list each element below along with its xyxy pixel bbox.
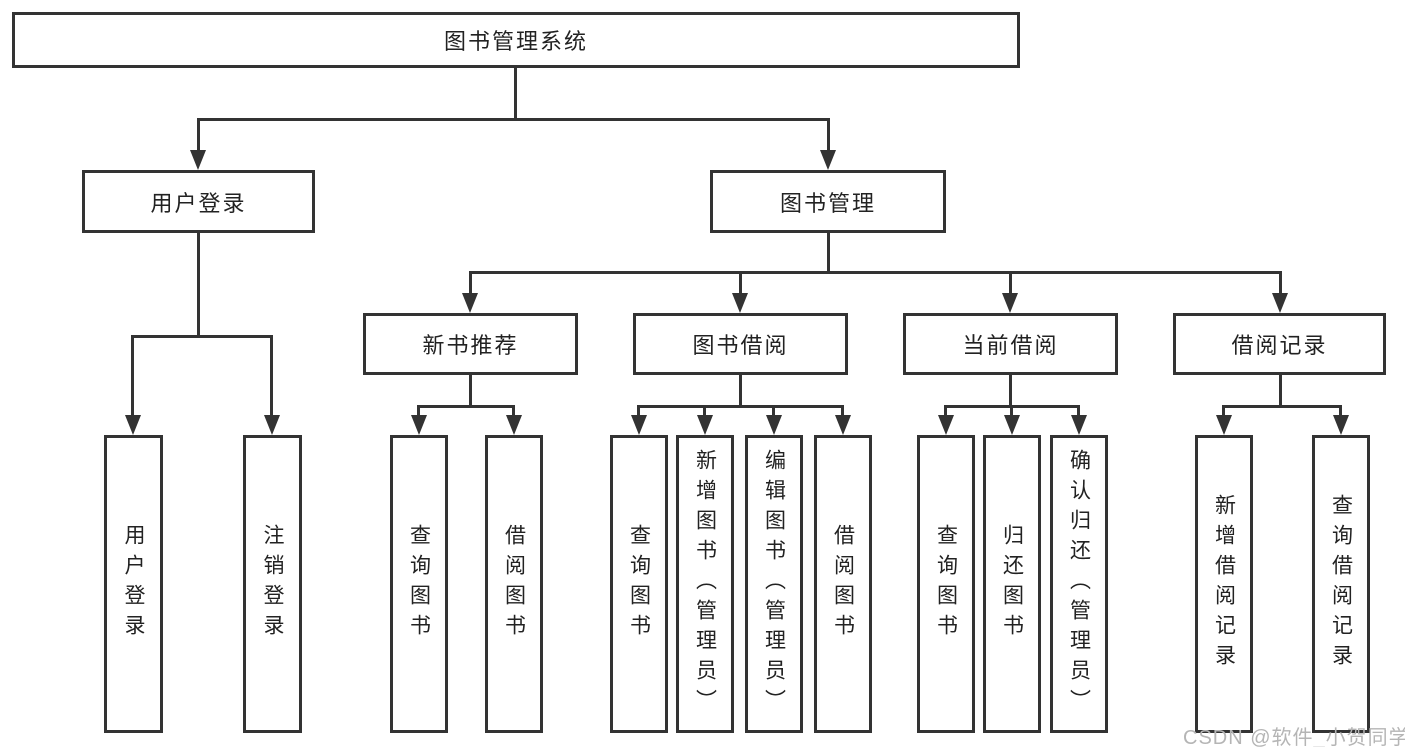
connector-drop-book-borrow [739, 271, 742, 296]
connector-new-book-branch [417, 405, 515, 408]
connector-root-branch [197, 118, 830, 121]
leaf-logout-login: 注销登录 [243, 435, 302, 733]
node-new-book-recommend: 新书推荐 [363, 313, 578, 375]
node-label: 图书管理 [779, 190, 876, 216]
connector-book-management-trunk [827, 233, 830, 273]
connector-drop-leaf [772, 405, 775, 419]
node-label: 查询图书 [627, 524, 651, 644]
connector-root-trunk [514, 68, 517, 118]
arrowhead-down [697, 415, 713, 435]
arrowhead-down [411, 415, 427, 435]
arrowhead-down [190, 150, 206, 170]
node-book-borrow: 图书借阅 [633, 313, 848, 375]
leaf-query-books-current: 查询图书 [917, 435, 975, 733]
leaf-return-book: 归还图书 [983, 435, 1041, 733]
node-label: 新增图书（管理员） [693, 449, 717, 719]
node-label: 用户登录 [150, 190, 247, 216]
connector-drop-leaf [270, 335, 273, 418]
leaf-add-book-admin: 新增图书（管理员） [676, 435, 734, 733]
node-borrow-records: 借阅记录 [1173, 313, 1386, 375]
node-label: 新增借阅记录 [1212, 494, 1236, 674]
connector-drop-user-login [197, 118, 200, 154]
node-label: 编辑图书（管理员） [762, 449, 786, 719]
connector-drop-leaf [1077, 405, 1080, 419]
node-label: 借阅图书 [502, 524, 526, 644]
arrowhead-down [264, 415, 280, 435]
connector-drop-leaf [512, 405, 515, 419]
arrowhead-down [1004, 415, 1020, 435]
leaf-confirm-return-admin: 确认归还（管理员） [1050, 435, 1108, 733]
arrowhead-down [1002, 293, 1018, 313]
node-user-login: 用户登录 [82, 170, 315, 233]
connector-drop-leaf [417, 405, 420, 419]
connector-drop-book-management [827, 118, 830, 154]
node-label: 查询图书 [407, 524, 431, 644]
node-label: 查询借阅记录 [1329, 494, 1353, 674]
node-label: 确认归还（管理员） [1067, 449, 1091, 719]
arrowhead-down [732, 293, 748, 313]
arrowhead-down [835, 415, 851, 435]
node-label: 借阅记录 [1231, 333, 1328, 358]
arrowhead-down [631, 415, 647, 435]
arrowhead-down [766, 415, 782, 435]
leaf-edit-book-admin: 编辑图书（管理员） [745, 435, 803, 733]
arrowhead-down [506, 415, 522, 435]
connector-book-borrow-branch [637, 405, 844, 408]
leaf-query-books-borrow: 查询图书 [610, 435, 668, 733]
node-label: 借阅图书 [831, 524, 855, 644]
node-label: 新书推荐 [422, 333, 519, 358]
connector-drop-leaf [841, 405, 844, 419]
arrowhead-down [1071, 415, 1087, 435]
node-label: 当前借阅 [962, 333, 1059, 358]
connector-drop-current-borrow [1009, 271, 1012, 296]
leaf-borrow-books: 借阅图书 [814, 435, 872, 733]
connector-drop-borrow-records [1279, 271, 1282, 296]
connector-book-management-branch [469, 271, 1282, 274]
connector-drop-leaf [637, 405, 640, 419]
connector-drop-leaf [703, 405, 706, 419]
node-label: 归还图书 [1000, 524, 1024, 644]
leaf-add-borrow-record: 新增借阅记录 [1195, 435, 1253, 733]
arrowhead-down [462, 293, 478, 313]
connector-drop-leaf [1010, 405, 1013, 419]
connector-current-borrow-trunk [1009, 375, 1012, 405]
leaf-query-borrow-record: 查询借阅记录 [1312, 435, 1370, 733]
node-label: 注销登录 [261, 524, 284, 644]
node-label: 图书借阅 [692, 333, 789, 358]
node-current-borrow: 当前借阅 [903, 313, 1118, 375]
connector-borrow-records-trunk [1279, 375, 1282, 405]
node-label: 用户登录 [122, 524, 145, 644]
connector-drop-leaf [1222, 405, 1225, 419]
connector-book-borrow-trunk [739, 375, 742, 405]
arrowhead-down [820, 150, 836, 170]
watermark: CSDN @软件_小贺同学 [1183, 727, 1405, 747]
connector-borrow-records-branch [1222, 405, 1342, 408]
connector-drop-leaf [131, 335, 134, 418]
arrowhead-down [1333, 415, 1349, 435]
node-label: 查询图书 [934, 524, 958, 644]
leaf-user-login: 用户登录 [104, 435, 163, 733]
arrowhead-down [938, 415, 954, 435]
leaf-borrow-books-recommend: 借阅图书 [485, 435, 543, 733]
arrowhead-down [1272, 293, 1288, 313]
connector-drop-leaf [944, 405, 947, 419]
connector-user-login-trunk [197, 233, 200, 335]
connector-drop-new-book [469, 271, 472, 296]
arrowhead-down [1216, 415, 1232, 435]
arrowhead-down [125, 415, 141, 435]
connector-user-login-branch [131, 335, 273, 338]
connector-new-book-trunk [469, 375, 472, 405]
connector-drop-leaf [1339, 405, 1342, 419]
node-label: 图书管理系统 [443, 29, 588, 54]
leaf-query-books-recommend: 查询图书 [390, 435, 448, 733]
node-library-management-system: 图书管理系统 [12, 12, 1020, 68]
node-book-management: 图书管理 [710, 170, 946, 233]
